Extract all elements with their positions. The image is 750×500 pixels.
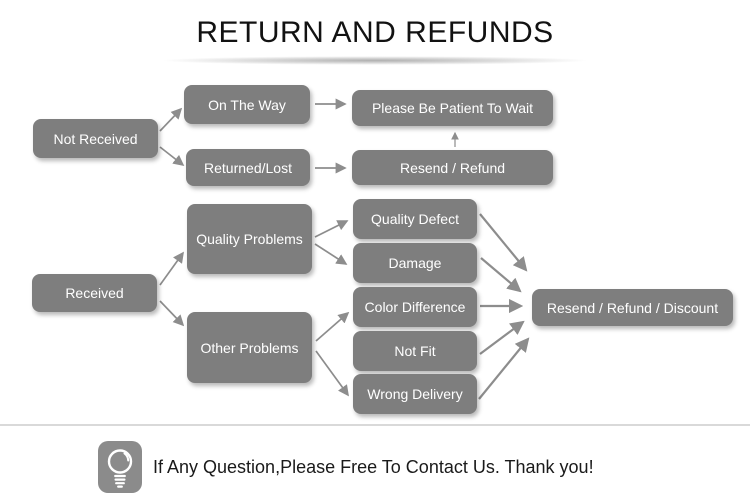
node-damage: Damage — [353, 243, 477, 283]
footer-message: If Any Question,Please Free To Contact U… — [153, 456, 594, 477]
node-wrong-delivery: Wrong Delivery — [353, 374, 477, 414]
node-quality-problems: Quality Problems — [187, 204, 312, 274]
node-received: Received — [32, 274, 157, 312]
node-not-fit: Not Fit — [353, 331, 477, 371]
node-resend-refund-discount: Resend / Refund / Discount — [532, 289, 733, 326]
node-other-problems: Other Problems — [187, 312, 312, 383]
footer-divider — [0, 424, 750, 426]
page-title: RETURN AND REFUNDS — [196, 16, 554, 49]
node-resend-refund: Resend / Refund — [352, 150, 553, 185]
title-divider — [158, 56, 592, 65]
node-on-the-way: On The Way — [184, 85, 310, 124]
node-returned-lost: Returned/Lost — [186, 149, 310, 186]
node-color-difference: Color Difference — [353, 287, 477, 327]
footer-contact-bar: If Any Question,Please Free To Contact U… — [98, 441, 594, 493]
node-quality-defect: Quality Defect — [353, 199, 477, 239]
node-not-received: Not Received — [33, 119, 158, 158]
node-please-be-patient: Please Be Patient To Wait — [352, 90, 553, 126]
lightbulb-icon — [98, 441, 142, 493]
